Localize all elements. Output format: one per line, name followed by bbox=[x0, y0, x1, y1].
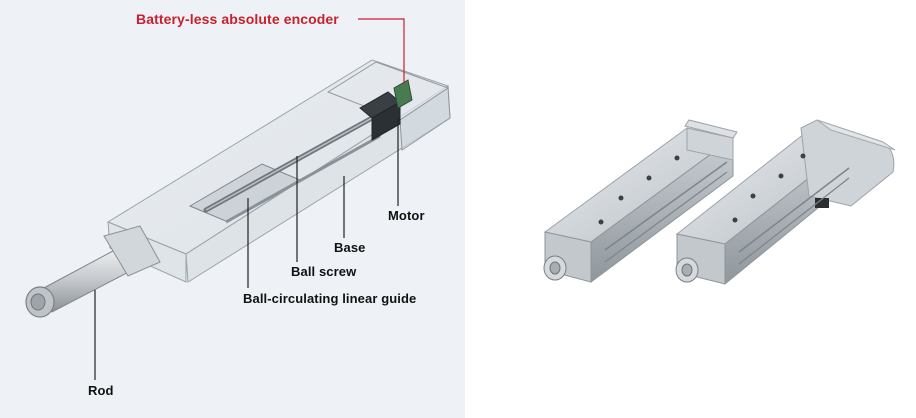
encoder-board bbox=[393, 79, 413, 109]
actuator-product-photos bbox=[543, 119, 896, 286]
base-label: Base bbox=[334, 240, 366, 255]
actuator-cutaway-drawing bbox=[25, 18, 451, 380]
actuator-straight-type bbox=[543, 119, 738, 283]
leader-lines bbox=[94, 18, 405, 380]
ball-screw-label: Ball screw bbox=[291, 264, 357, 279]
cutaway-diagram-panel: Battery-less absolute encoder Motor Base… bbox=[0, 0, 465, 418]
encoder-label: Battery-less absolute encoder bbox=[136, 11, 339, 27]
product-photo-panel bbox=[465, 0, 916, 418]
rod-flange bbox=[103, 225, 161, 277]
encoder-leader bbox=[358, 18, 405, 84]
linear-guide-rail bbox=[225, 134, 381, 224]
rod-label: Rod bbox=[88, 383, 114, 398]
motor-label: Motor bbox=[388, 208, 425, 223]
actuator-side-motor-type bbox=[675, 119, 896, 286]
linear-guide-label: Ball-circulating linear guide bbox=[243, 291, 417, 306]
